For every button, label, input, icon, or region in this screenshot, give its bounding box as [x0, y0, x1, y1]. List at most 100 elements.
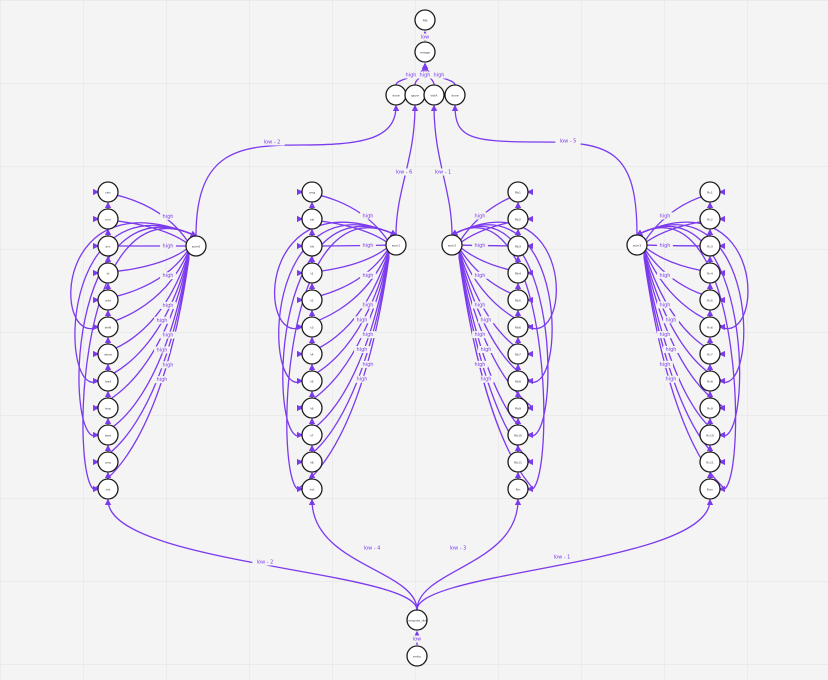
- g3-node-8[interactable]: Rc9: [699, 397, 721, 419]
- svg-text:store: store: [104, 353, 112, 357]
- g1-node-2[interactable]: ldv: [301, 235, 323, 257]
- start-node[interactable]: compute_dist: [406, 609, 428, 631]
- svg-text:tmp: tmp: [105, 407, 111, 411]
- g0-node-11[interactable]: init: [97, 478, 119, 500]
- g2-node-3[interactable]: Rb4: [507, 262, 529, 284]
- g0-node-6[interactable]: store: [97, 343, 119, 365]
- loop-label-g3-11: high: [666, 377, 677, 383]
- g2-hub[interactable]: sum2: [441, 234, 463, 256]
- edge-g2-hub-to-node-7: [458, 251, 534, 385]
- edge-g2-outer-1: [450, 225, 549, 437]
- svg-text:Rb10: Rb10: [514, 434, 522, 438]
- g0-node-5[interactable]: shift: [97, 316, 119, 338]
- g2-node-10[interactable]: Rb11: [507, 451, 529, 473]
- g2-node-7[interactable]: Rb8: [507, 370, 529, 392]
- g1-hub[interactable]: sum1: [385, 234, 407, 256]
- g1-node-3[interactable]: t1: [301, 262, 323, 284]
- loop-label-g2-6: high: [475, 302, 486, 308]
- loop-label-g0-7: high: [157, 318, 168, 324]
- g0-node-9[interactable]: test: [97, 424, 119, 446]
- edge-g0-outer-3: [70, 222, 198, 330]
- g3-node-1[interactable]: Rc2: [699, 208, 721, 230]
- g2-node-5[interactable]: Rb6: [507, 316, 529, 338]
- g0-node-8[interactable]: tmp: [97, 397, 119, 419]
- svg-text:Rb11: Rb11: [514, 461, 522, 465]
- loop-label-g3-0: high: [660, 213, 671, 219]
- loop-label-g2-9-bg: [478, 346, 494, 353]
- svg-text:Rb8: Rb8: [515, 380, 521, 384]
- up-label-g0-bg: [259, 138, 285, 146]
- g1-node-8[interactable]: t6: [301, 397, 323, 419]
- g3-node-7[interactable]: Rc8: [699, 370, 721, 392]
- svg-text:Rb5: Rb5: [515, 299, 521, 303]
- g3-node-3[interactable]: Rc4: [699, 262, 721, 284]
- g1-node-0[interactable]: mrg: [301, 181, 323, 203]
- g3-node-4[interactable]: Rc5: [699, 289, 721, 311]
- g0-node-1[interactable]: mul: [97, 208, 119, 230]
- g0-node-7[interactable]: load: [97, 370, 119, 392]
- g2-node-6[interactable]: Rb7: [507, 343, 529, 365]
- g2-node-2[interactable]: Rb3: [507, 235, 529, 257]
- quad-node-3[interactable]: done: [444, 84, 466, 106]
- edge-g3-outer-2: [635, 224, 745, 383]
- g3-node-6[interactable]: Rc7: [699, 343, 721, 365]
- g1-node-1[interactable]: val: [301, 208, 323, 230]
- svg-text:sum0: sum0: [192, 245, 200, 249]
- g1-node-9[interactable]: t7: [301, 424, 323, 446]
- edge-g2-hub-to-node-5: [458, 248, 534, 331]
- g2-node-9[interactable]: Rb10: [507, 424, 529, 446]
- entry-node[interactable]: entry: [406, 645, 428, 667]
- quad-node-0[interactable]: done: [385, 84, 407, 106]
- g2-node-1[interactable]: Rb2: [507, 208, 529, 230]
- g1-node-5[interactable]: t3: [301, 316, 323, 338]
- g3-node-2[interactable]: Rc3: [699, 235, 721, 257]
- g2-node-8[interactable]: Rb9: [507, 397, 529, 419]
- g0-hub[interactable]: sum0: [185, 235, 207, 257]
- top-edge-label-bg: [418, 33, 432, 41]
- svg-text:Rb2: Rb2: [515, 218, 521, 222]
- g1-node-11[interactable]: init: [301, 478, 323, 500]
- loop-label-g1-9: high: [357, 347, 368, 353]
- g1-node-7[interactable]: t5: [301, 370, 323, 392]
- g3-node-10[interactable]: Rc11: [699, 451, 721, 473]
- g2-node-11[interactable]: Rin: [507, 478, 529, 500]
- svg-text:ldv: ldv: [310, 245, 315, 249]
- g1-node-4[interactable]: t2: [301, 289, 323, 311]
- edge-g1-hub-to-node-7: [296, 251, 390, 385]
- g3-hub[interactable]: sum3: [626, 234, 648, 256]
- loop-label-g1-0: high: [363, 213, 374, 219]
- edge-g1-outer-2: [278, 224, 398, 383]
- g0-node-4[interactable]: add: [97, 289, 119, 311]
- svg-text:dotA: dotA: [431, 94, 439, 98]
- loop-label-g3-8-bg: [657, 331, 673, 339]
- quad-node-1[interactable]: qsum: [404, 84, 426, 106]
- g3-node-9[interactable]: Rc10: [699, 424, 721, 446]
- top-node[interactable]: FIN: [414, 9, 436, 31]
- svg-text:t7: t7: [310, 434, 313, 438]
- g3-node-11[interactable]: Rcin: [699, 478, 721, 500]
- svg-text:t8: t8: [310, 461, 313, 465]
- svg-text:t2: t2: [310, 299, 313, 303]
- g2-node-0[interactable]: Rb1: [507, 181, 529, 203]
- g0-node-2[interactable]: acc: [97, 235, 119, 257]
- g3-node-5[interactable]: Rc6: [699, 316, 721, 338]
- g1-node-10[interactable]: t8: [301, 451, 323, 473]
- loop-label-g2-6-bg: [472, 301, 488, 309]
- loop-label-g3-11-bg: [663, 375, 679, 383]
- quad-node-2[interactable]: dotA: [423, 84, 445, 106]
- loop-label-g1-7: high: [357, 317, 368, 323]
- g0-node-0[interactable]: calc: [97, 181, 119, 203]
- svg-text:Rcin: Rcin: [707, 488, 714, 492]
- g3-node-0[interactable]: Rc1: [699, 181, 721, 203]
- g0-node-3[interactable]: ld: [97, 262, 119, 284]
- g0-node-10[interactable]: cmp: [97, 451, 119, 473]
- up-label-g2-bg: [430, 168, 456, 176]
- g1-node-6[interactable]: t4: [301, 343, 323, 365]
- merge-node[interactable]: merge: [414, 41, 436, 63]
- loop-label-g0-4: high: [163, 273, 174, 279]
- g2-node-4[interactable]: Rb5: [507, 289, 529, 311]
- loop-label-g2-2-bg: [472, 242, 488, 250]
- fan-label-1-bg: [359, 544, 385, 552]
- loop-label-g3-7-bg: [663, 316, 679, 324]
- loop-label-g1-2: high: [363, 243, 374, 249]
